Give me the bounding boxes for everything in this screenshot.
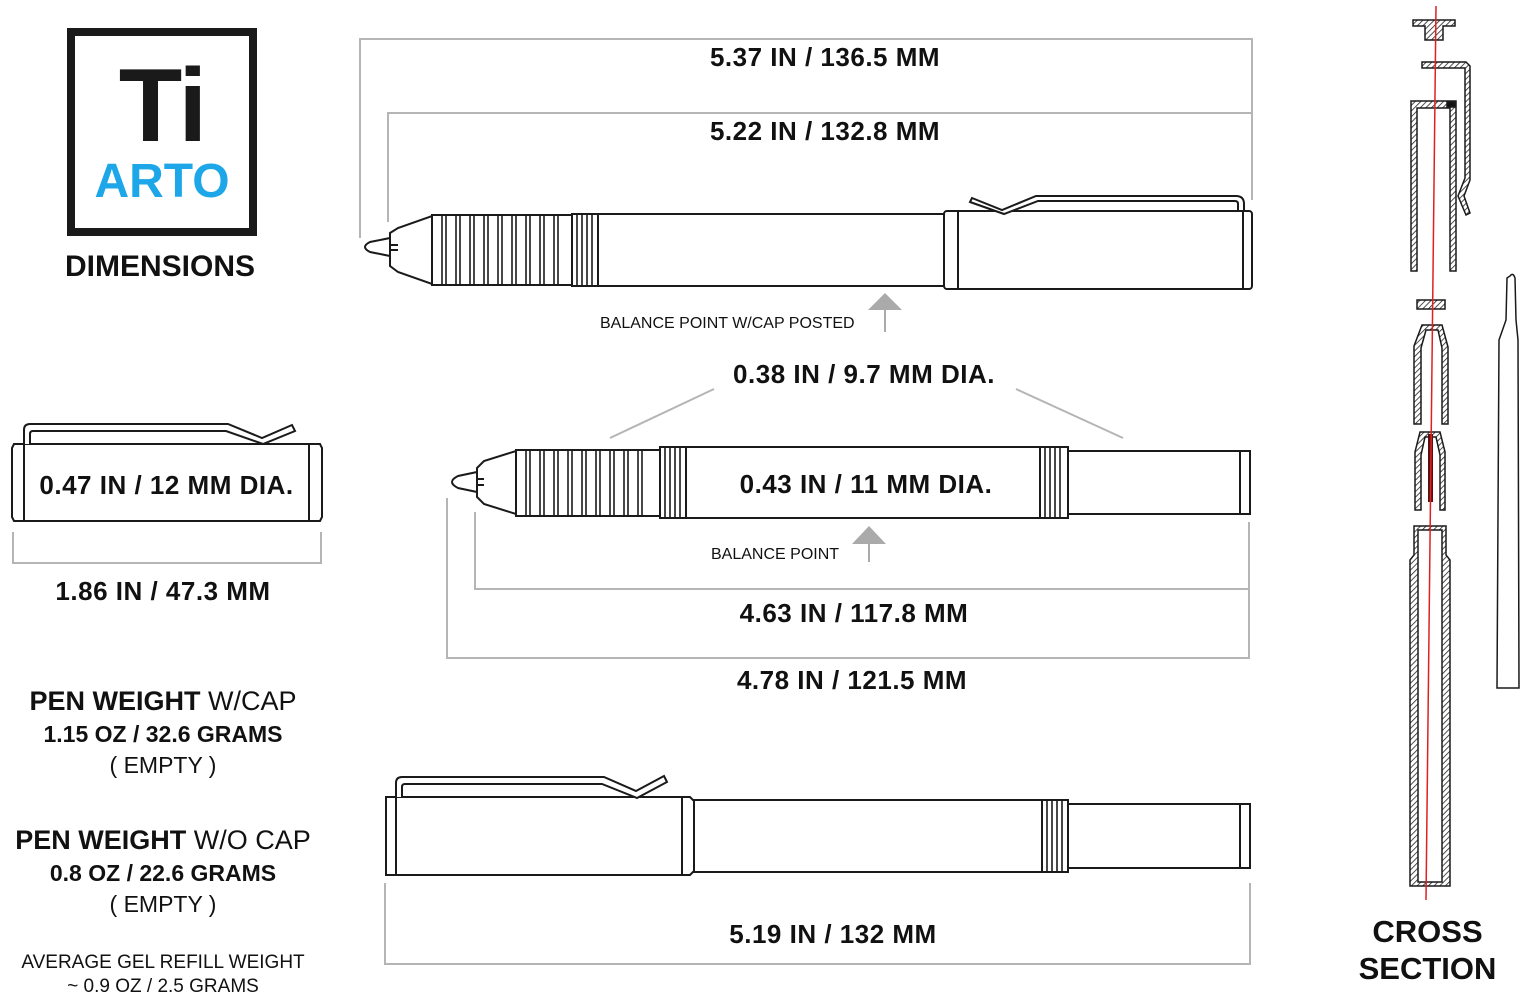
weight-with-cap-note: ( EMPTY ) bbox=[109, 752, 217, 778]
logo-brand: ARTO bbox=[94, 155, 230, 208]
weight-with-cap-title-rest: W/CAP bbox=[208, 686, 297, 716]
cap-dimension-line bbox=[12, 532, 322, 564]
pen-body-drawing bbox=[451, 446, 1251, 519]
cross-section-label: CROSS SECTION bbox=[1340, 913, 1515, 987]
cross-section-label-line1: CROSS bbox=[1372, 914, 1483, 949]
overall-length-label: 5.37 IN / 136.5 MM bbox=[709, 42, 941, 72]
balance-arrow-body bbox=[852, 526, 886, 562]
cap-length-label: 1.86 IN / 47.3 MM bbox=[55, 576, 271, 606]
weight-with-cap: PEN WEIGHT W/CAP 1.15 OZ / 32.6 GRAMS ( … bbox=[0, 686, 326, 779]
cap-diameter-label: 0.47 IN / 12 MM DIA. bbox=[39, 470, 294, 500]
balance-point-label: BALANCE POINT bbox=[711, 546, 840, 563]
inner-length-label: 4.63 IN / 117.8 MM bbox=[739, 598, 969, 628]
outer-length-label: 4.78 IN / 121.5 MM bbox=[736, 665, 968, 695]
capped-dimension-line bbox=[384, 883, 1251, 965]
cross-section-label-line2: SECTION bbox=[1358, 951, 1497, 987]
body-dimension-lines bbox=[446, 388, 1250, 659]
capped-length-label: 5.19 IN / 132 MM bbox=[729, 919, 937, 949]
cross-section-axis bbox=[1425, 5, 1437, 901]
weight-with-cap-title-bold: PEN WEIGHT bbox=[29, 686, 201, 716]
balance-arrow-top bbox=[868, 293, 902, 332]
weight-without-cap: PEN WEIGHT W/O CAP 0.8 OZ / 22.6 GRAMS (… bbox=[0, 825, 326, 918]
refill-weight: AVERAGE GEL REFILL WEIGHT ~ 0.9 OZ / 2.5… bbox=[0, 951, 326, 999]
weight-without-cap-note: ( EMPTY ) bbox=[109, 891, 217, 917]
top-dimension-lines bbox=[359, 38, 1253, 238]
cap-drawing bbox=[11, 423, 323, 522]
cross-section-drawing bbox=[1409, 19, 1520, 887]
posted-length-label: 5.22 IN / 132.8 MM bbox=[709, 116, 941, 146]
balance-point-posted-label: BALANCE POINT W/CAP POSTED bbox=[600, 315, 855, 332]
weight-without-cap-title-rest: W/O CAP bbox=[193, 825, 311, 855]
ti-arto-logo: Ti ARTO bbox=[67, 28, 257, 236]
pen-capped-drawing bbox=[385, 774, 1251, 876]
weight-without-cap-value: 0.8 OZ / 22.6 GRAMS bbox=[49, 860, 277, 886]
weight-with-cap-value: 1.15 OZ / 32.6 GRAMS bbox=[43, 721, 283, 747]
body-diameter-label: 0.43 IN / 11 MM DIA. bbox=[739, 469, 993, 499]
refill-weight-title: AVERAGE GEL REFILL WEIGHT bbox=[21, 952, 305, 973]
weight-with-cap-title: PEN WEIGHT W/CAP bbox=[0, 686, 326, 717]
weight-without-cap-title-bold: PEN WEIGHT bbox=[15, 825, 187, 855]
logo-symbol: Ti bbox=[118, 48, 208, 164]
page-title: DIMENSIONS bbox=[64, 250, 256, 283]
pen-posted-drawing bbox=[364, 195, 1253, 290]
grip-diameter-label: 0.38 IN / 9.7 MM DIA. bbox=[733, 359, 995, 389]
weight-without-cap-title: PEN WEIGHT W/O CAP bbox=[0, 825, 326, 856]
refill-weight-value: ~ 0.9 OZ / 2.5 GRAMS bbox=[67, 975, 259, 997]
